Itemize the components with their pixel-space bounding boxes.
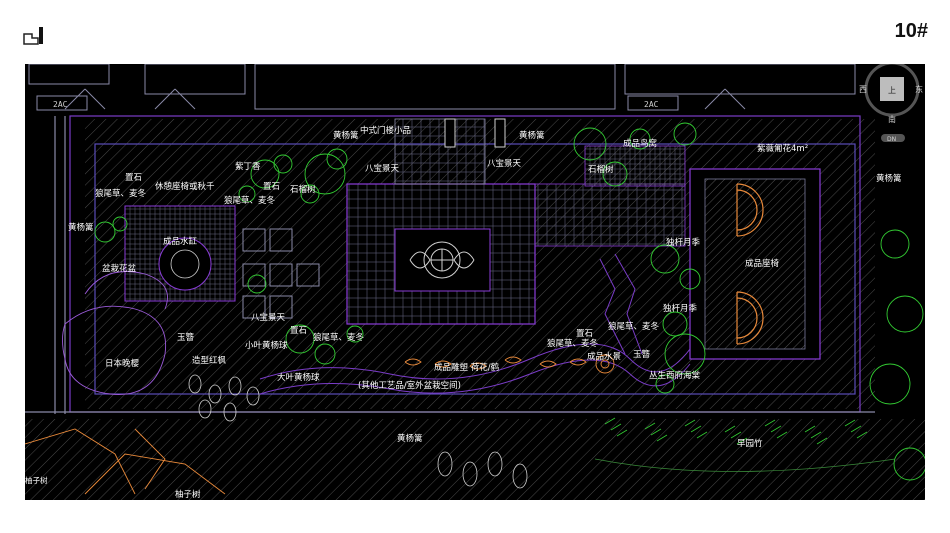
stream-path: [259, 253, 691, 395]
label-boxwood-bottom: 黄杨篱: [397, 433, 423, 444]
gate-paving: [394, 118, 486, 185]
label-water-jar: 成品水缸: [163, 236, 198, 247]
seat-arcs: [736, 183, 764, 345]
water-jar-ring: [158, 237, 212, 291]
label-crabapple: 丛生西府海棠: [649, 370, 701, 381]
label-cherry: 日本晚樱: [105, 358, 140, 369]
ac-unit-label-right: 2AC: [644, 100, 659, 109]
page-number: 10#: [894, 20, 928, 42]
label-stone-2: 置石: [263, 182, 280, 192]
central-emblem: [409, 241, 475, 279]
label-birdhouse: 成品鸟窝: [623, 138, 657, 149]
label-stone-4: 置石: [576, 329, 593, 339]
label-gate: 中式门楼小品: [360, 125, 411, 136]
label-yuzan: 玉簪: [633, 349, 651, 360]
compass-rose: 上 南 西 东 DN: [859, 64, 923, 143]
label-boxwood-left: 黄杨篱: [68, 222, 94, 233]
label-pomelo-small: 柚子树: [25, 475, 48, 485]
label-hosta: 玉簪: [177, 332, 195, 343]
label-flowerpot: 盆栽花盆: [102, 263, 137, 274]
label-lilac: 紫丁香: [235, 161, 261, 172]
label-craft-note: (其他工艺品/室外盆栽空间): [358, 380, 461, 391]
label-grass-5: 狼尾草、麦冬: [608, 321, 660, 332]
garden-boundary: [25, 115, 875, 414]
label-pomegranate-2: 石榴树: [588, 164, 614, 175]
label-pomelo: 柚子树: [175, 489, 201, 500]
label-boxwood-top-right: 黄杨篱: [519, 130, 545, 141]
maple-leaves: [188, 374, 528, 489]
label-grass-4: 狼尾草、麦冬: [547, 338, 599, 349]
compass-east: 东: [915, 84, 923, 94]
label-sedum-2: 八宝景天: [487, 158, 522, 169]
label-sedum-3: 八宝景天: [251, 312, 286, 323]
label-stone-3: 置石: [290, 326, 307, 336]
east-path-paving: [534, 183, 686, 247]
compass-badge: DN: [887, 136, 896, 143]
planting-shrubs: [94, 122, 925, 481]
label-grass-1: 狼尾草、麦冬: [95, 188, 147, 199]
label-lounge: 休憩座椅或秋千: [155, 181, 215, 192]
label-seat: 成品座椅: [745, 258, 780, 269]
label-grass-3: 狼尾草、麦冬: [313, 332, 365, 343]
bamboo-grove: [594, 417, 896, 472]
sculpture-shapes: [404, 354, 615, 374]
hatched-lower-lawn: [25, 419, 925, 500]
label-large-boxwood: 大叶黄杨球: [277, 372, 320, 383]
ac-unit-label-left: 2AC: [53, 100, 68, 109]
label-maple: 造型红枫: [192, 355, 227, 366]
label-boxwood-top: 黄杨篱: [333, 130, 359, 141]
compass-west: 西: [859, 85, 867, 94]
label-sedum-1: 八宝景天: [365, 163, 400, 174]
compass-center: 上: [888, 86, 896, 95]
label-boxwood-right: 黄杨篱: [876, 173, 902, 184]
label-pomegranate-1: 石榴树: [290, 184, 316, 195]
label-water-feature: 成品水景: [587, 351, 621, 362]
label-stone-1: 置石: [125, 173, 142, 183]
label-rose-2: 独杆月季: [663, 303, 698, 314]
label-small-boxwood: 小叶黄杨球: [245, 340, 288, 351]
label-trellis: 紫薇匍花4m²: [757, 143, 808, 154]
label-rose-1: 独杆月季: [666, 237, 701, 248]
document-corner-icon: [22, 24, 46, 46]
pomelo-tree-outline: [25, 428, 226, 495]
cad-plan-drawing: 2AC 2AC: [25, 64, 925, 500]
building-walls: [28, 64, 856, 111]
label-bamboo: 早园竹: [737, 438, 763, 449]
plant-labels: 黄杨篱 中式门楼小品 黄杨篱 八宝景天 八宝景天 紫丁香 置石 狼尾草、麦冬 休…: [25, 125, 902, 500]
compass-south: 南: [888, 114, 896, 124]
label-sculpture: 成品雕塑 荷花/鹤: [434, 362, 499, 373]
label-grass-2: 狼尾草、麦冬: [224, 195, 276, 206]
cherry-tree-outline: [62, 271, 168, 395]
